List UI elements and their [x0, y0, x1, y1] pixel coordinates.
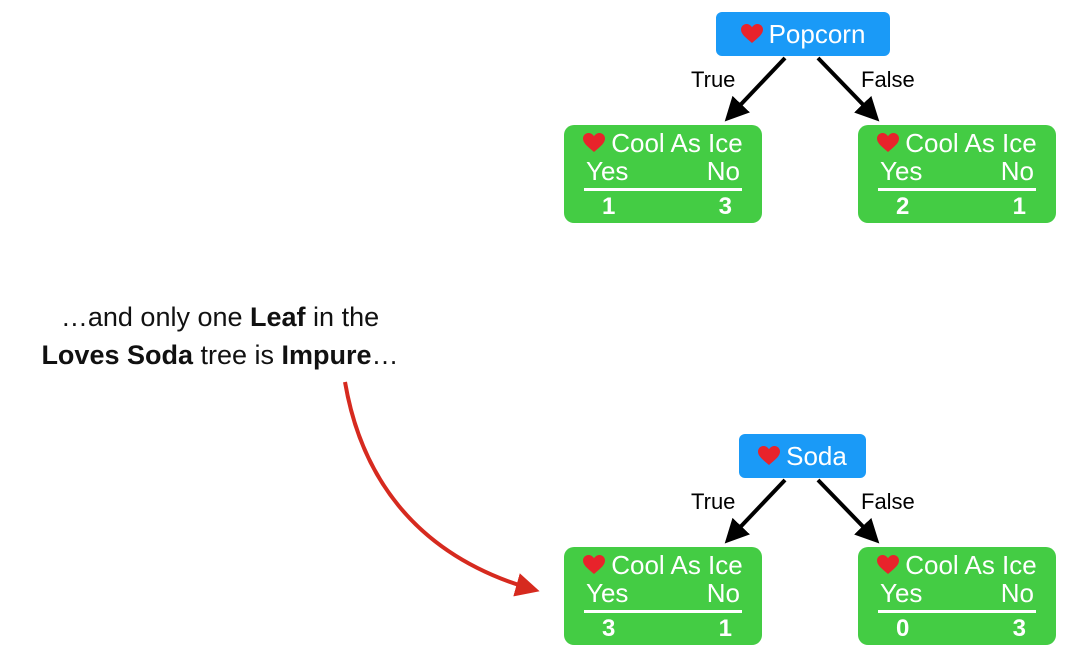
leaf-popcorn-true: Cool As Ice Yes No 1 3	[564, 125, 762, 223]
yes-header: Yes	[586, 156, 629, 186]
no-header: No	[1000, 156, 1034, 186]
yes-count: 1	[602, 193, 616, 220]
heart-icon	[583, 555, 606, 575]
leaf-popcorn-false: Cool As Ice Yes No 2 1	[858, 125, 1056, 223]
heart-icon	[758, 446, 781, 466]
leaf-title: Cool As Ice	[858, 549, 1056, 581]
root-node-soda: Soda	[739, 434, 866, 478]
root-label: Popcorn	[768, 19, 866, 49]
header-rule	[878, 188, 1036, 191]
heart-icon	[877, 555, 900, 575]
edge-popcorn-false	[816, 56, 880, 122]
header-rule	[584, 188, 742, 191]
header-rule	[584, 610, 742, 613]
root-label: Soda	[786, 441, 847, 471]
edge-label-true: True	[691, 67, 736, 92]
heart-icon	[583, 133, 606, 153]
header-rule	[878, 610, 1036, 613]
no-header: No	[706, 578, 740, 608]
leaf-soda-false: Cool As Ice Yes No 0 3	[858, 547, 1056, 645]
caption-line-2: Loves Soda tree is Impure…	[41, 340, 399, 370]
yes-header: Yes	[586, 578, 629, 608]
no-header: No	[1000, 578, 1034, 608]
edge-soda-false	[816, 478, 880, 544]
heart-icon	[740, 24, 763, 44]
leaf-title: Cool As Ice	[858, 127, 1056, 159]
no-header: No	[706, 156, 740, 186]
no-count: 1	[1012, 193, 1026, 220]
root-node-popcorn: Popcorn	[716, 12, 890, 56]
yes-header: Yes	[880, 578, 923, 608]
leaf-title: Cool As Ice	[564, 127, 762, 159]
edge-label-true: True	[691, 489, 736, 514]
yes-header: Yes	[880, 156, 923, 186]
edge-popcorn-true	[724, 56, 787, 122]
heart-icon	[877, 133, 900, 153]
caption-text: …and only one Leaf in the Loves Soda tre…	[0, 298, 440, 374]
pointer-arrow	[343, 381, 540, 597]
caption-line-1: …and only one Leaf in the	[60, 302, 380, 332]
leaf-soda-true: Cool As Ice Yes No 3 1	[564, 547, 762, 645]
no-count: 1	[718, 615, 732, 642]
yes-count: 0	[896, 615, 910, 642]
edge-soda-true	[724, 478, 787, 544]
edge-label-false: False	[861, 67, 915, 92]
no-count: 3	[718, 193, 732, 220]
edge-label-false: False	[861, 489, 915, 514]
no-count: 3	[1012, 615, 1026, 642]
yes-count: 2	[896, 193, 910, 220]
yes-count: 3	[602, 615, 616, 642]
leaf-title: Cool As Ice	[564, 549, 762, 581]
